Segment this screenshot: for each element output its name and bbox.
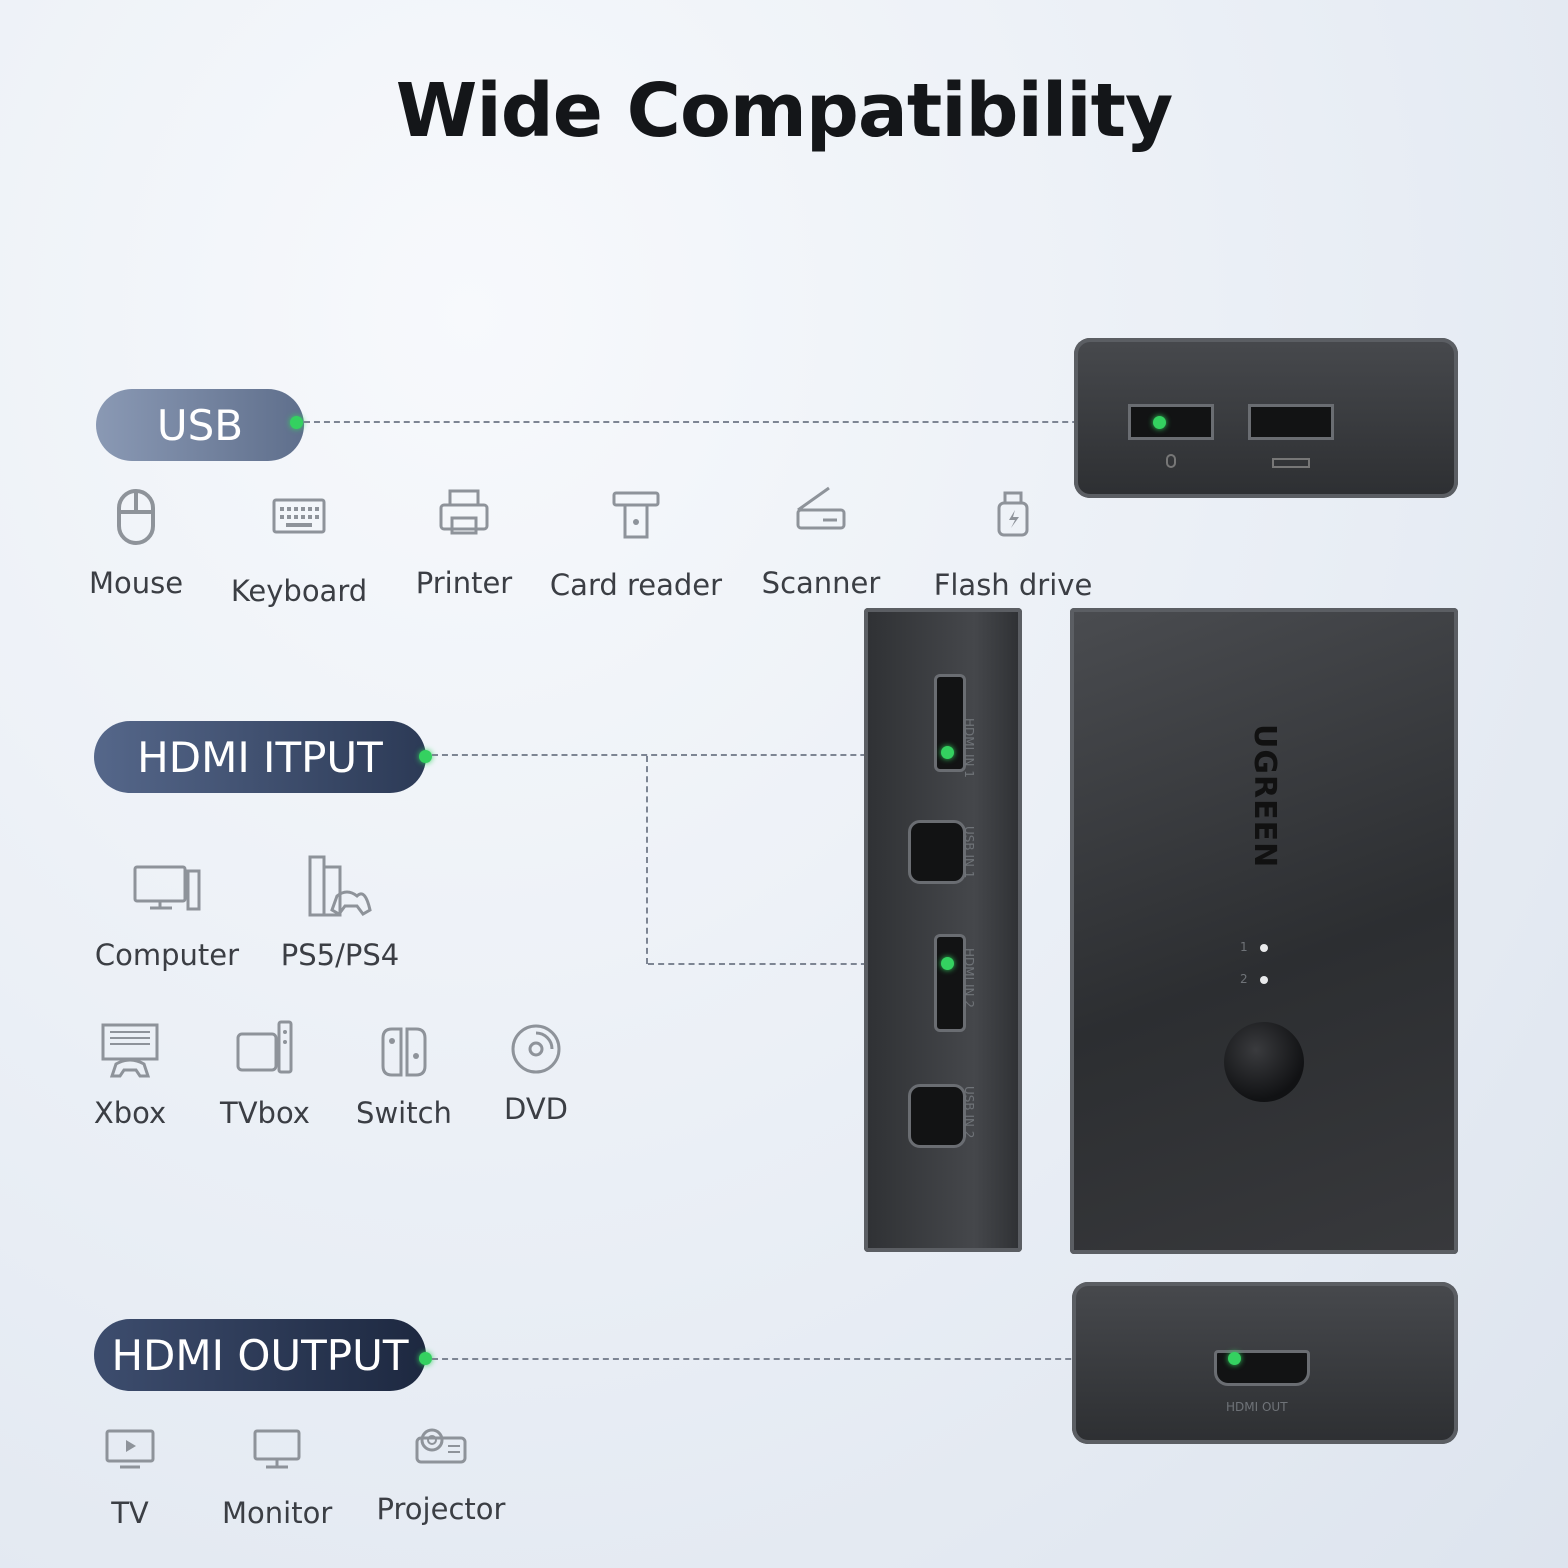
- switch-button[interactable]: [1224, 1022, 1304, 1102]
- tvbox-icon: [236, 1020, 293, 1074]
- input-device-computer: Computer: [92, 864, 242, 972]
- switch-side-panel: HDMI IN 1 USB IN 1 HDMI IN 2 USB IN 2: [864, 608, 1022, 1252]
- flash-drive-icon: [997, 491, 1029, 537]
- computer-icon: [133, 865, 201, 911]
- hdmi-output-section-label: HDMI OUTPUT: [94, 1319, 426, 1391]
- usb-connector-line: [304, 421, 1158, 423]
- dvd-disc-icon: [511, 1024, 561, 1074]
- usb-device-scanner: Scanner: [756, 484, 886, 600]
- hdmi-input-section-label: HDMI ITPUT: [94, 721, 426, 793]
- output-device-tv: TV: [100, 1428, 160, 1530]
- usb-device-keyboard: Keyboard: [226, 496, 372, 608]
- usb-in-2-port: [908, 1084, 966, 1148]
- input-device-dvd: DVD: [494, 1022, 578, 1126]
- monitor-icon: [253, 1429, 301, 1469]
- hdmi-in-2-port: [934, 934, 966, 1032]
- hdmi-input-line-1: [432, 754, 946, 756]
- page-title: Wide Compatibility: [395, 68, 1174, 154]
- input-device-ps5-ps4: PS5/PS4: [278, 854, 402, 972]
- led-indicator-1: [1260, 944, 1268, 952]
- hdmi-input-connector-dot: [419, 750, 432, 763]
- hdmi-output-connector-dot: [419, 1352, 432, 1365]
- hdmi-input-line-vertical: [646, 756, 648, 964]
- input-device-tvbox: TVbox: [218, 1018, 312, 1130]
- switch-console-icon: [381, 1027, 427, 1077]
- indicator-label-1: 1: [1240, 940, 1248, 954]
- card-reader-icon: [612, 491, 660, 539]
- hdmi-out-panel-device: HDMI OUT: [1072, 1282, 1458, 1444]
- usb-port-dot: [1153, 416, 1166, 429]
- usb-connector-dot: [290, 416, 303, 429]
- indicator-label-2: 2: [1240, 972, 1248, 986]
- port-label-usb-in-1: USB IN 1: [962, 826, 976, 879]
- port-label-hdmi-in-1: HDMI IN 1: [962, 718, 976, 778]
- hdmi-in-1-dot: [941, 746, 954, 759]
- input-device-switch: Switch: [354, 1026, 454, 1130]
- scanner-icon: [796, 486, 846, 530]
- keyboard-port-icon: [1272, 458, 1310, 468]
- usb-device-mouse: Mouse: [86, 488, 186, 600]
- output-device-projector: Projector: [374, 1424, 508, 1526]
- usb-panel-device: [1074, 338, 1458, 498]
- port-label-usb-in-2: USB IN 2: [962, 1086, 976, 1139]
- console-icon: [308, 855, 372, 917]
- usb-port-2: [1248, 404, 1334, 440]
- usb-device-printer: Printer: [412, 488, 516, 600]
- hdmi-out-port-dot: [1228, 1352, 1241, 1365]
- mouse-icon: [117, 489, 155, 545]
- input-device-xbox: Xbox: [92, 1022, 168, 1130]
- usb-device-flash-drive: Flash drive: [930, 490, 1096, 602]
- brand-logo: UGREEN: [1247, 724, 1282, 869]
- usb-device-card-reader: Card reader: [544, 490, 728, 602]
- printer-icon: [439, 489, 489, 535]
- projector-icon: [415, 1428, 467, 1464]
- hdmi-in-2-dot: [941, 957, 954, 970]
- hdmi-out-port-label: HDMI OUT: [1226, 1400, 1288, 1414]
- usb-in-1-port: [908, 820, 966, 884]
- led-indicator-2: [1260, 976, 1268, 984]
- hdmi-input-line-2: [648, 963, 948, 965]
- usb-port-1: [1128, 404, 1214, 440]
- keyboard-icon: [272, 498, 326, 534]
- tv-icon: [105, 1429, 155, 1469]
- mouse-port-icon: [1166, 454, 1176, 468]
- output-device-monitor: Monitor: [222, 1428, 332, 1530]
- usb-section-label: USB: [96, 389, 304, 461]
- hdmi-output-connector-line: [432, 1358, 1232, 1360]
- switch-top-view: UGREEN 1 2: [1070, 608, 1458, 1254]
- xbox-console-icon: [101, 1023, 159, 1078]
- port-label-hdmi-in-2: HDMI IN 2: [962, 948, 976, 1008]
